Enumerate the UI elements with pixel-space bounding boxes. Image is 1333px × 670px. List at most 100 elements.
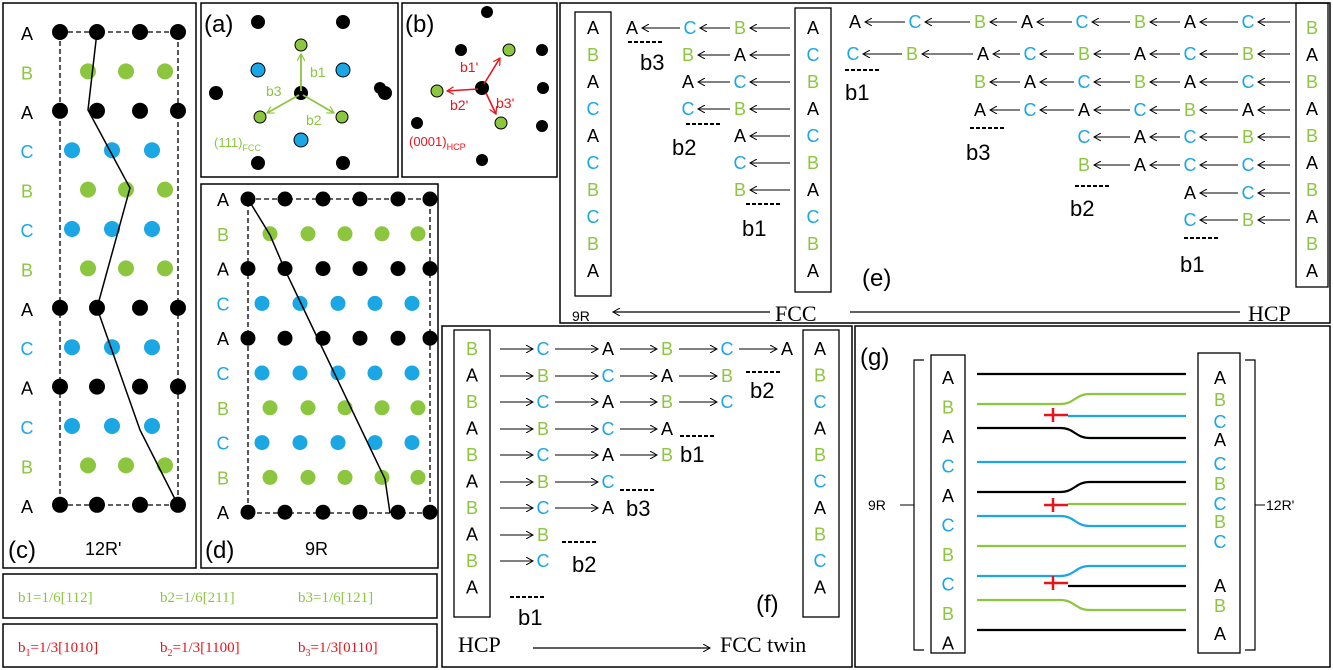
shift-letter: C [537,498,550,518]
atom [300,469,316,485]
b3p-arrow [485,92,496,114]
stack-letter: B [21,63,33,83]
stack-letter: A [21,379,33,399]
shift-letter: B [734,99,746,119]
shift-letter: B [1184,100,1196,120]
stack-letter: B [807,72,819,92]
atom [374,400,390,416]
shift-letter: B [661,445,673,465]
burgers-vector-fcc: b3=1/6[121] [298,590,373,606]
shift-letter: C [684,18,697,38]
stack-letter: A [1214,624,1226,644]
atomic-plane [977,392,1186,406]
stack-letter: C [1214,532,1227,552]
plane-fcc: (111)FCC [214,135,261,153]
shift-letter: C [721,392,734,412]
shift-letter: B [1242,127,1254,147]
atom [104,339,120,356]
slip-label: b3 [626,496,650,521]
atomic-plane [977,426,1186,440]
shift-letter: A [977,44,989,64]
shift-letter: B [1134,72,1146,92]
atom [251,15,265,29]
stack-letter: A [942,486,954,506]
shift-letter: A [1184,183,1196,203]
stack-letter: C [814,551,827,571]
atom [315,191,331,207]
panel-f-right-box [802,329,840,618]
atom-blue [335,62,351,78]
stack-letter: A [587,261,599,281]
stack-letter: A [942,427,954,447]
shift-letter: A [682,72,694,92]
panel-e-mid-box [794,7,832,293]
atom [277,504,293,520]
panel-b-label: (b) [405,11,434,38]
atom [315,261,331,277]
atom-center [475,81,489,95]
shift-letter: A [974,100,986,120]
panel-c-frame [2,2,197,569]
panel-g-9r: 9R [868,497,886,513]
panel-c-cell [59,31,179,506]
atom [537,82,549,94]
atom [390,191,406,207]
stack-letter: B [1214,596,1226,616]
stack-letter: B [807,234,819,254]
stack-letter: A [587,72,599,92]
stack-letter: B [807,153,819,173]
shift-letter: A [1242,100,1254,120]
shift-letter: A [1078,100,1090,120]
atom [132,24,148,40]
stack-letter: A [807,261,819,281]
shift-letter: C [1184,155,1197,175]
shift-letter: B [734,18,746,38]
shift-letter: A [1184,72,1196,92]
panel-g-12r: 12R' [1266,497,1294,513]
stack-letter: B [814,445,826,465]
panel-d-atoms [240,191,438,520]
stack-letter: B [587,180,599,200]
shift-letter: C [734,153,747,173]
slip-label: b1 [845,80,869,105]
stack-letter: B [466,498,478,518]
slip-label: b1 [742,216,766,241]
atom [118,260,134,277]
shift-letter: A [602,445,614,465]
atom [144,418,160,434]
stack-letter: A [1214,368,1226,388]
burgers-hcp-box: b1=1/3[1010]b2=1/3[1100]b3=1/3[0110] [2,623,438,668]
shift-letter: C [537,445,550,465]
atom [157,63,173,80]
atom [132,378,148,395]
atom [390,261,406,277]
atom [254,435,270,451]
stack-letter: A [466,419,478,439]
shift-letter: B [1134,12,1146,32]
atom [367,295,383,311]
atom-green [335,110,349,124]
stack-letter: B [217,468,229,488]
shift-letter: A [1134,127,1146,147]
stack-letter: C [587,99,600,119]
shift-letter: C [1242,183,1255,203]
burgers-fcc-box: b1=1/6[112]b2=1/6[211]b3=1/6[121] [2,573,438,619]
slip-label: b2 [572,552,596,577]
stack-letter: A [814,578,826,598]
stack-letter: A [217,190,229,210]
panel-d-frame [200,183,439,569]
atom [367,435,383,451]
stack-letter: A [21,103,33,123]
stack-letter: A [21,24,33,44]
stack-letter: C [807,45,820,65]
atom [410,469,426,485]
stack-letter: B [1214,512,1226,532]
dislocation-symbol [1044,408,1068,422]
stack-letter: B [1214,390,1226,410]
atom [411,117,423,129]
